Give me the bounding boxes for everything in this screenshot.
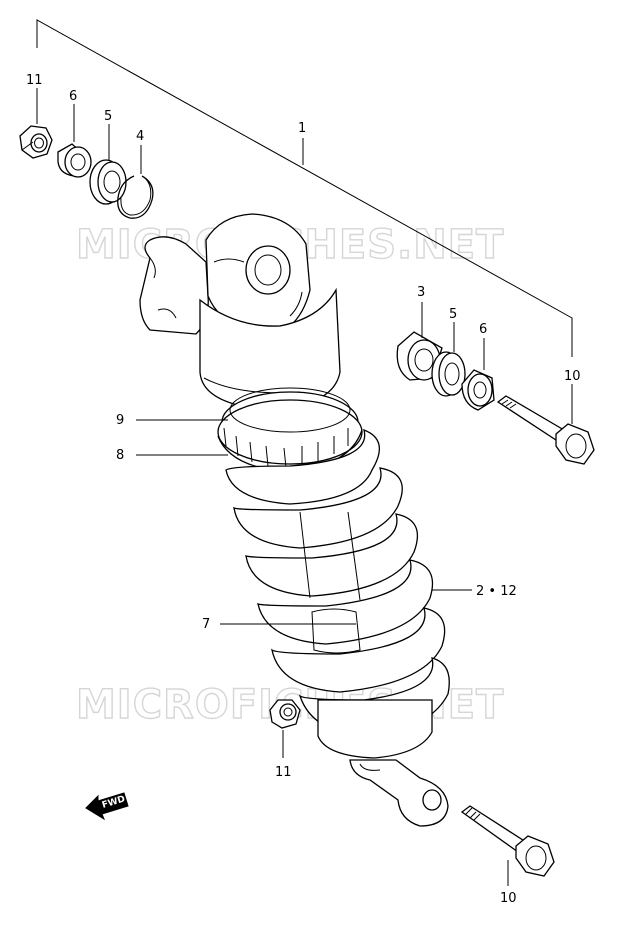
bolt-10-right	[496, 395, 595, 465]
shock-body	[139, 213, 341, 411]
callout-11-top: 11	[26, 73, 43, 88]
callout-1: 1	[298, 121, 306, 136]
callout-5-right: 5	[449, 307, 457, 322]
bearing-5-top	[89, 159, 127, 205]
fwd-arrow-icon: FWD	[85, 792, 129, 821]
assembly-bracket	[36, 19, 573, 357]
callout-11-bottom: 11	[275, 765, 292, 780]
bearing-5-right	[431, 351, 466, 397]
callout-8: 8	[116, 448, 124, 463]
coil-spring	[225, 428, 450, 759]
callout-10-right: 10	[564, 369, 581, 384]
collar-6-right	[461, 369, 495, 411]
leader-lines	[136, 419, 472, 625]
collar-6-top	[57, 143, 92, 178]
callout-4: 4	[136, 129, 144, 144]
callout-7: 7	[202, 617, 210, 632]
callout-9: 9	[116, 413, 124, 428]
callouts: 1 2 • 12 3 4 5 5 6 6 7 8 9 10 10 11 11	[26, 73, 581, 906]
spring-adjuster	[217, 387, 363, 473]
callout-5-top: 5	[104, 109, 112, 124]
nut-11-top	[19, 125, 53, 159]
lower-eye	[349, 759, 449, 827]
callout-3: 3	[417, 285, 425, 300]
callout-2-12: 2 • 12	[476, 584, 517, 599]
nut-11-bottom	[269, 699, 301, 729]
callout-10-bottom: 10	[500, 891, 517, 906]
bolt-10-bottom	[460, 805, 555, 877]
callout-6-right: 6	[479, 322, 487, 337]
callout-6-top: 6	[69, 89, 77, 104]
circlip-4	[117, 175, 154, 219]
